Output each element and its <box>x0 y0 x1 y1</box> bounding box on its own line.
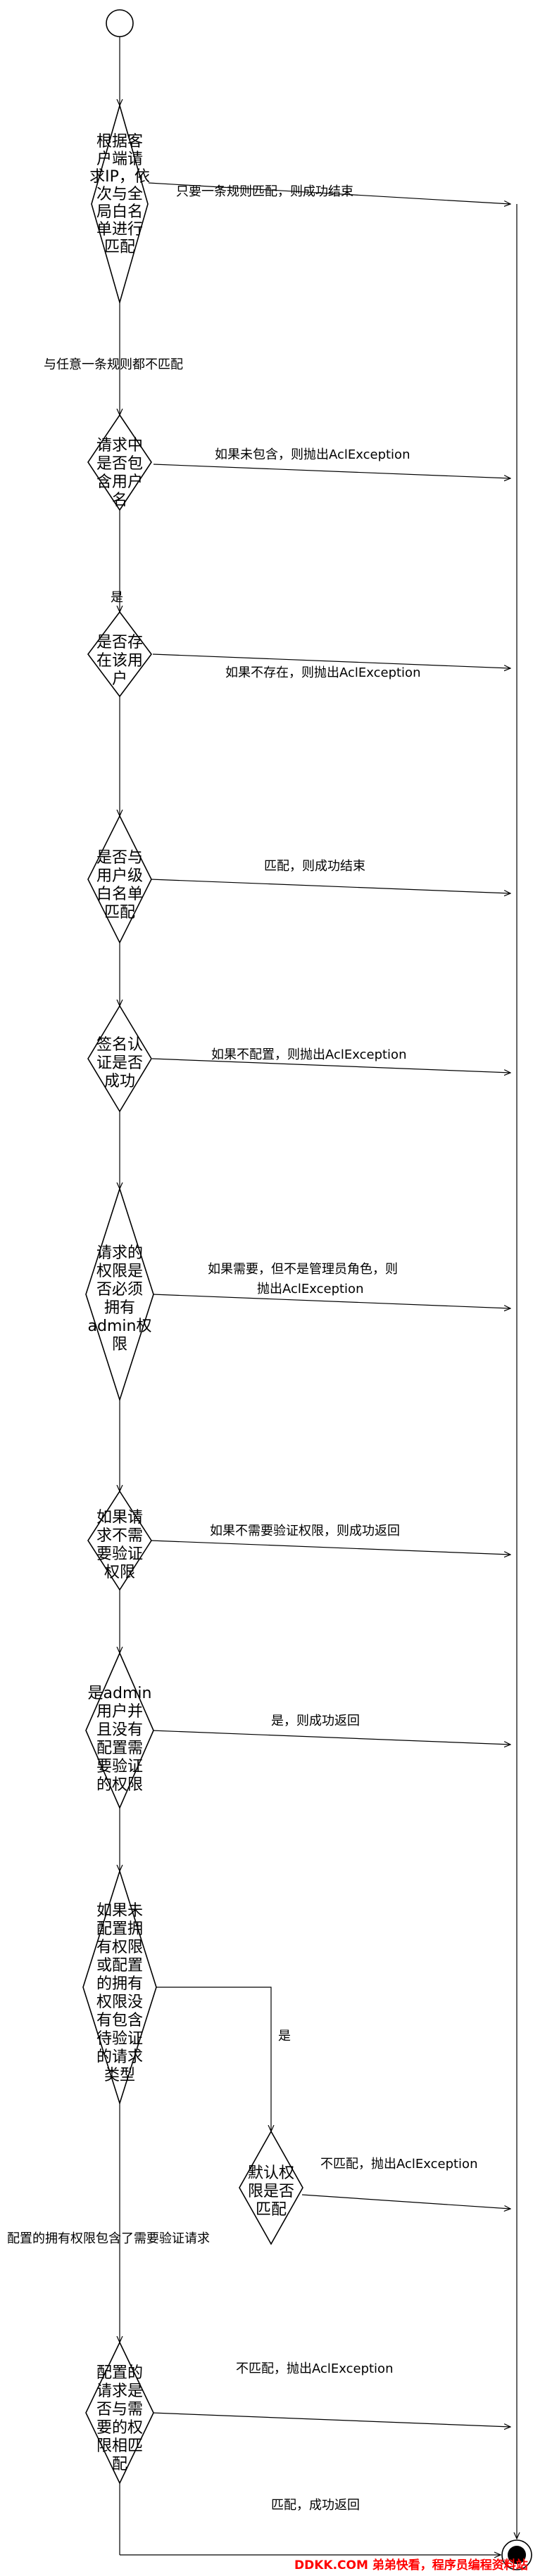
decision-d3-line: 在该用 <box>96 652 143 670</box>
decision-d9-line: 权限没 <box>96 1994 143 2011</box>
branch-arrow <box>151 2412 510 2427</box>
decision-d8-line: 用户并 <box>96 1703 143 1721</box>
decision-d9-line: 如果未 <box>96 1902 143 1920</box>
decision-d8-line: 配置需 <box>96 1740 143 1757</box>
decision-d9 <box>82 1869 157 2105</box>
decision-d7-line: 权限 <box>104 1564 135 1581</box>
decision-d6-line: 否必须 <box>96 1281 143 1299</box>
decision-d10 <box>239 2130 303 2245</box>
decision-d3-line: 户 <box>112 670 127 688</box>
decision-d6-line: 请求的 <box>96 1244 143 1262</box>
decision-d11-line: 请求是 <box>96 2383 143 2400</box>
edge-label-d8-right: 是，则成功返回 <box>271 1714 360 1728</box>
branch-arrow <box>152 653 510 668</box>
decision-d5-line: 证是否 <box>96 1054 143 1072</box>
decision-d10-line: 匹配 <box>256 2201 287 2219</box>
decision-d11-line: 否与需 <box>96 2401 143 2418</box>
decision-d8-line: 是admin <box>88 1685 152 1702</box>
branch-arrow <box>301 2194 510 2209</box>
branch-arrow <box>150 1540 510 1555</box>
decision-d11-line: 配置的 <box>96 2364 143 2382</box>
decision-d9-line: 有包含 <box>96 2012 143 2029</box>
decision-d11-line: 限相匹 <box>96 2437 143 2455</box>
decision-d7-line: 要验证 <box>96 1545 143 1563</box>
decision-d4 <box>87 815 152 944</box>
decision-d9-line: 配置拥 <box>96 1920 143 1938</box>
branch-arrow <box>150 879 510 893</box>
decision-d2-line: 名 <box>112 492 127 509</box>
decision-d8-line: 且没有 <box>96 1721 143 1739</box>
branch-arrow <box>156 1987 271 2131</box>
decision-d5 <box>87 1005 152 1113</box>
decision-d8 <box>85 1651 154 1810</box>
decision-d3 <box>87 611 152 698</box>
decision-d10-line: 限是否 <box>248 2183 294 2200</box>
branch-arrow <box>151 1730 510 1745</box>
decision-d11-line: 要的权 <box>96 2419 143 2437</box>
watermark: DDKK.COM 弟弟快看，程序员编程资料站 <box>294 2558 528 2572</box>
end-node-core <box>508 2546 526 2564</box>
edge-label-d3-right: 如果不存在，则抛出AclException <box>225 665 420 680</box>
edge-label-d4-right: 匹配，则成功结束 <box>264 859 365 874</box>
decision-d5-line: 签名认 <box>96 1036 143 1054</box>
edge-label-d7-right: 如果不需要验证权限，则成功返回 <box>210 1524 400 1538</box>
edge-label-d5-right: 如果不配置，则抛出AclException <box>211 1047 406 1062</box>
decision-d1-line: 次与全 <box>96 186 143 203</box>
branch-arrow <box>151 1058 510 1073</box>
edge-label-d6-right-line2: 抛出AclException <box>257 1282 363 1296</box>
decision-d4-line: 白名单 <box>96 886 143 903</box>
edge-label-after-d2: 是 <box>111 590 123 605</box>
edge-label-after-d9: 配置的拥有权限包含了需要验证请求 <box>7 2231 210 2246</box>
edge-label-d11-right: 不匹配，抛出AclException <box>236 2361 393 2376</box>
decision-d1-line: 匹配 <box>104 238 135 256</box>
edge-label-d10-right: 不匹配，抛出AclException <box>320 2157 477 2172</box>
decision-d8-line: 的权限 <box>96 1776 143 1794</box>
decision-d11 <box>85 2341 154 2485</box>
decision-d2 <box>87 414 152 511</box>
decision-d7-line: 求不需 <box>96 1527 143 1545</box>
decision-d9-line: 待验证 <box>96 2030 143 2048</box>
decision-d1-line: 单进行 <box>96 221 143 238</box>
decision-d7-line: 如果请 <box>96 1509 143 1526</box>
decision-d1 <box>91 103 149 305</box>
decision-d6-line: 权限是 <box>96 1263 143 1280</box>
edge-label-d1-right: 只要一条规则匹配，则成功结束 <box>176 184 353 199</box>
start-node <box>106 9 134 37</box>
decision-d9-line: 或配置 <box>96 1957 143 1975</box>
branch-arrow <box>152 1294 510 1308</box>
decision-d1-line: 求IP，依 <box>89 168 150 186</box>
decision-d6-line: 限 <box>112 1336 127 1353</box>
decision-d2-line: 是否包 <box>96 455 143 473</box>
decision-d4-line: 是否与 <box>96 849 143 867</box>
decision-d1-line: 局白名 <box>96 203 143 221</box>
decision-labels: 根据客户端请求IP，依次与全局白名单进行匹配请求中是否包含用户名是否存在该用户是… <box>88 133 294 2473</box>
decision-d9-line: 的拥有 <box>96 1975 143 1993</box>
edge-label-d9-right: 是 <box>278 2029 291 2043</box>
decision-d9-line: 类型 <box>104 2067 135 2084</box>
decision-d1-line: 根据客 <box>96 133 143 151</box>
decision-d5-line: 成功 <box>104 1073 135 1090</box>
decision-d6-line: admin权 <box>88 1318 152 1335</box>
edge-label-d6-right-line1: 如果需要，但不是管理员角色，则 <box>208 1262 398 1277</box>
decision-d11-line: 配 <box>112 2456 127 2473</box>
decision-d10-line: 默认权 <box>248 2164 294 2182</box>
branch-arrow <box>148 182 510 204</box>
decision-d7 <box>87 1490 152 1591</box>
decision-d1-line: 户端请 <box>96 151 143 168</box>
decision-d4-line: 用户级 <box>96 867 143 885</box>
decision-d6 <box>85 1187 154 1402</box>
branch-arrow <box>153 464 510 478</box>
edge-label-after-d11: 匹配，成功返回 <box>271 2498 360 2513</box>
decision-d4-line: 匹配 <box>104 904 135 922</box>
decision-d8-line: 要验证 <box>96 1758 143 1775</box>
edge-label-after-d1: 与任意一条规则都不匹配 <box>44 357 183 372</box>
decision-d3-line: 是否存 <box>96 634 143 651</box>
decision-d6-line: 拥有 <box>104 1299 135 1317</box>
edge-label-d2-right: 如果未包含，则抛出AclException <box>215 447 410 462</box>
decision-d2-line: 请求中 <box>96 437 143 454</box>
decision-d9-line: 的请求 <box>96 2048 143 2066</box>
decision-d2-line: 含用户 <box>96 473 143 491</box>
decision-d9-line: 有权限 <box>96 1939 143 1956</box>
